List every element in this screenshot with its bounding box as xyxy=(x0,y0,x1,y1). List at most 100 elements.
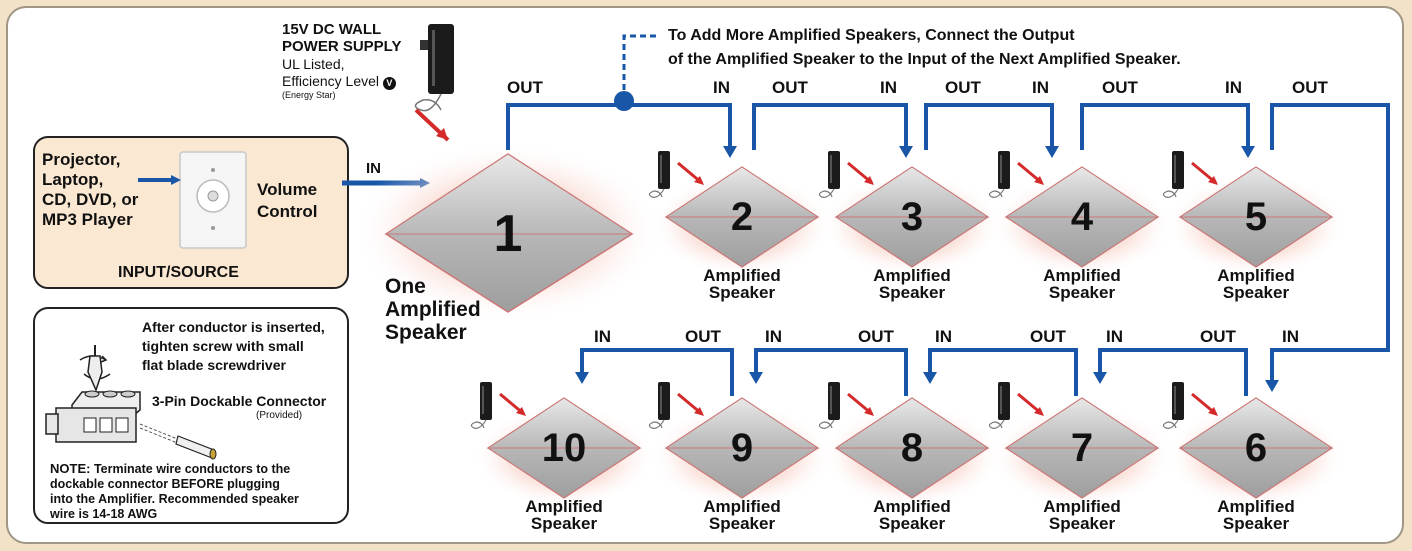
mini-power-supply-icon xyxy=(648,382,704,429)
speaker-8-tile xyxy=(818,382,1004,508)
mini-power-supply-icon xyxy=(988,382,1044,429)
speaker-3-tile xyxy=(818,151,1004,277)
speaker-10-number: 10 xyxy=(541,426,587,470)
source-device-projector: Projector, xyxy=(42,150,121,169)
speaker-9-label-line2: Speaker xyxy=(708,514,776,533)
speaker-4-label-line1: Amplified xyxy=(1043,266,1121,285)
io-label-top-5: IN xyxy=(1032,78,1049,97)
wire-bottom-2 xyxy=(928,348,1078,396)
speaker-2-tile xyxy=(648,151,834,277)
power-supply-title-line1: 15V DC WALL xyxy=(282,21,382,38)
power-supply-title-line2: POWER SUPPLY xyxy=(282,38,402,55)
io-label-top-0: OUT xyxy=(507,78,543,97)
speaker-7-tile xyxy=(988,382,1174,508)
mini-power-supply-icon xyxy=(988,151,1044,198)
connector-provided: (Provided) xyxy=(256,410,303,421)
io-label-top-7: IN xyxy=(1225,78,1242,97)
io-label-bottom-3: OUT xyxy=(858,327,894,346)
flow-arrowhead xyxy=(723,146,737,158)
mini-power-supply-icon xyxy=(818,151,874,198)
speaker-3-number: 3 xyxy=(900,195,924,239)
input-source-caption: INPUT/SOURCE xyxy=(118,264,239,281)
wire-bottom-1 xyxy=(1098,348,1248,396)
io-label-top-8: OUT xyxy=(1292,78,1328,97)
wall-power-supply xyxy=(414,24,454,142)
io-label-top-6: OUT xyxy=(1102,78,1138,97)
speaker-9-label-line1: Amplified xyxy=(703,497,781,516)
note-label: NOTE: xyxy=(50,461,91,476)
flow-arrowhead xyxy=(1265,380,1279,392)
speaker-1-tile xyxy=(353,142,663,322)
wire-bottom-3 xyxy=(754,348,908,396)
io-label-bottom-6: IN xyxy=(1106,327,1123,346)
top-chain-wires xyxy=(506,103,1390,392)
power-supply-details: UL Listed, Efficiency Level V (Energy St… xyxy=(282,56,396,101)
mini-power-supply-icon xyxy=(470,382,526,429)
flow-arrowhead xyxy=(923,372,937,384)
power-supply-ul-listed: UL Listed, xyxy=(282,56,345,72)
power-supply-energy-star: (Energy Star) xyxy=(282,90,336,100)
speaker-10-tile xyxy=(470,382,656,508)
speaker-4-label-line2: Speaker xyxy=(1048,283,1116,302)
note-connector-dashed xyxy=(622,34,660,100)
speaker-10-label-line2: Speaker xyxy=(530,514,598,533)
speaker-3-label-line2: Speaker xyxy=(878,283,946,302)
io-label-top-1: IN xyxy=(713,78,730,97)
wire-top-1 xyxy=(506,103,732,150)
mini-power-supply-icon xyxy=(1162,151,1218,198)
source-device-cd-dvd: CD, DVD, or xyxy=(42,190,139,209)
source-devices: Projector, Laptop, CD, DVD, or MP3 Playe… xyxy=(42,150,138,230)
source-device-laptop: Laptop, xyxy=(42,170,104,189)
io-label-bottom-5: OUT xyxy=(1030,327,1066,346)
bottom-chain-wires xyxy=(575,348,1248,396)
chain-note-line1: To Add More Amplified Speakers, Connect … xyxy=(668,27,1075,44)
wire-top-3 xyxy=(924,103,1054,150)
speaker-4-tile xyxy=(988,151,1174,277)
speaker-5-number: 5 xyxy=(1244,195,1268,239)
speaker-9-number: 9 xyxy=(730,426,754,470)
speaker-5-label-line2: Speaker xyxy=(1222,283,1290,302)
speaker-8-label-line2: Speaker xyxy=(878,514,946,533)
speaker-5-label-line1: Amplified xyxy=(1217,266,1295,285)
io-label-bottom-8: IN xyxy=(1282,327,1299,346)
speaker-7-number: 7 xyxy=(1070,426,1094,470)
flow-arrowhead xyxy=(1093,372,1107,384)
wire-bottom-4 xyxy=(580,348,734,396)
flow-arrowhead xyxy=(1045,146,1059,158)
speaker-6-tile xyxy=(1162,382,1348,508)
io-label-bottom-7: OUT xyxy=(1200,327,1236,346)
connector-name: 3-Pin Dockable Connector xyxy=(152,393,327,409)
volume-control-plate xyxy=(179,151,247,249)
speaker-5-tile xyxy=(1162,151,1348,277)
wire-top-4 xyxy=(1080,103,1250,150)
io-label-bottom-0: IN xyxy=(594,327,611,346)
volume-control-label: Volume Control xyxy=(257,180,318,221)
io-label-bottom-2: IN xyxy=(765,327,782,346)
wire-top-2 xyxy=(752,103,908,150)
io-label-top-2: OUT xyxy=(772,78,808,97)
wire-5-to-6 xyxy=(1270,103,1390,382)
connector-note: NOTE: Terminate wire conductors to the d… xyxy=(50,461,299,521)
flow-arrowhead xyxy=(749,372,763,384)
power-supply-title: 15V DC WALL POWER SUPPLY xyxy=(282,21,401,55)
speaker-tiles xyxy=(470,151,1348,508)
flow-arrowhead xyxy=(1241,146,1255,158)
io-label-bottom-4: IN xyxy=(935,327,952,346)
speaker-6-label-line2: Speaker xyxy=(1222,514,1290,533)
io-label-top-4: OUT xyxy=(945,78,981,97)
speaker-2-label-line1: Amplified xyxy=(703,266,781,285)
io-label-bottom-1: OUT xyxy=(685,327,721,346)
speaker-10-label-line1: Amplified xyxy=(525,497,603,516)
source-device-mp3: MP3 Player xyxy=(42,210,133,229)
speaker-2-number: 2 xyxy=(730,195,754,239)
speaker-2-label-line2: Speaker xyxy=(708,283,776,302)
speaker-7-label-line1: Amplified xyxy=(1043,497,1121,516)
flow-arrowhead xyxy=(899,146,913,158)
speaker-8-label-line1: Amplified xyxy=(873,497,951,516)
chain-note: To Add More Amplified Speakers, Connect … xyxy=(668,24,1181,72)
mini-power-supply-icon xyxy=(818,382,874,429)
speaker-8-number: 8 xyxy=(900,426,924,470)
power-supply-efficiency: Efficiency Level V xyxy=(282,73,396,90)
